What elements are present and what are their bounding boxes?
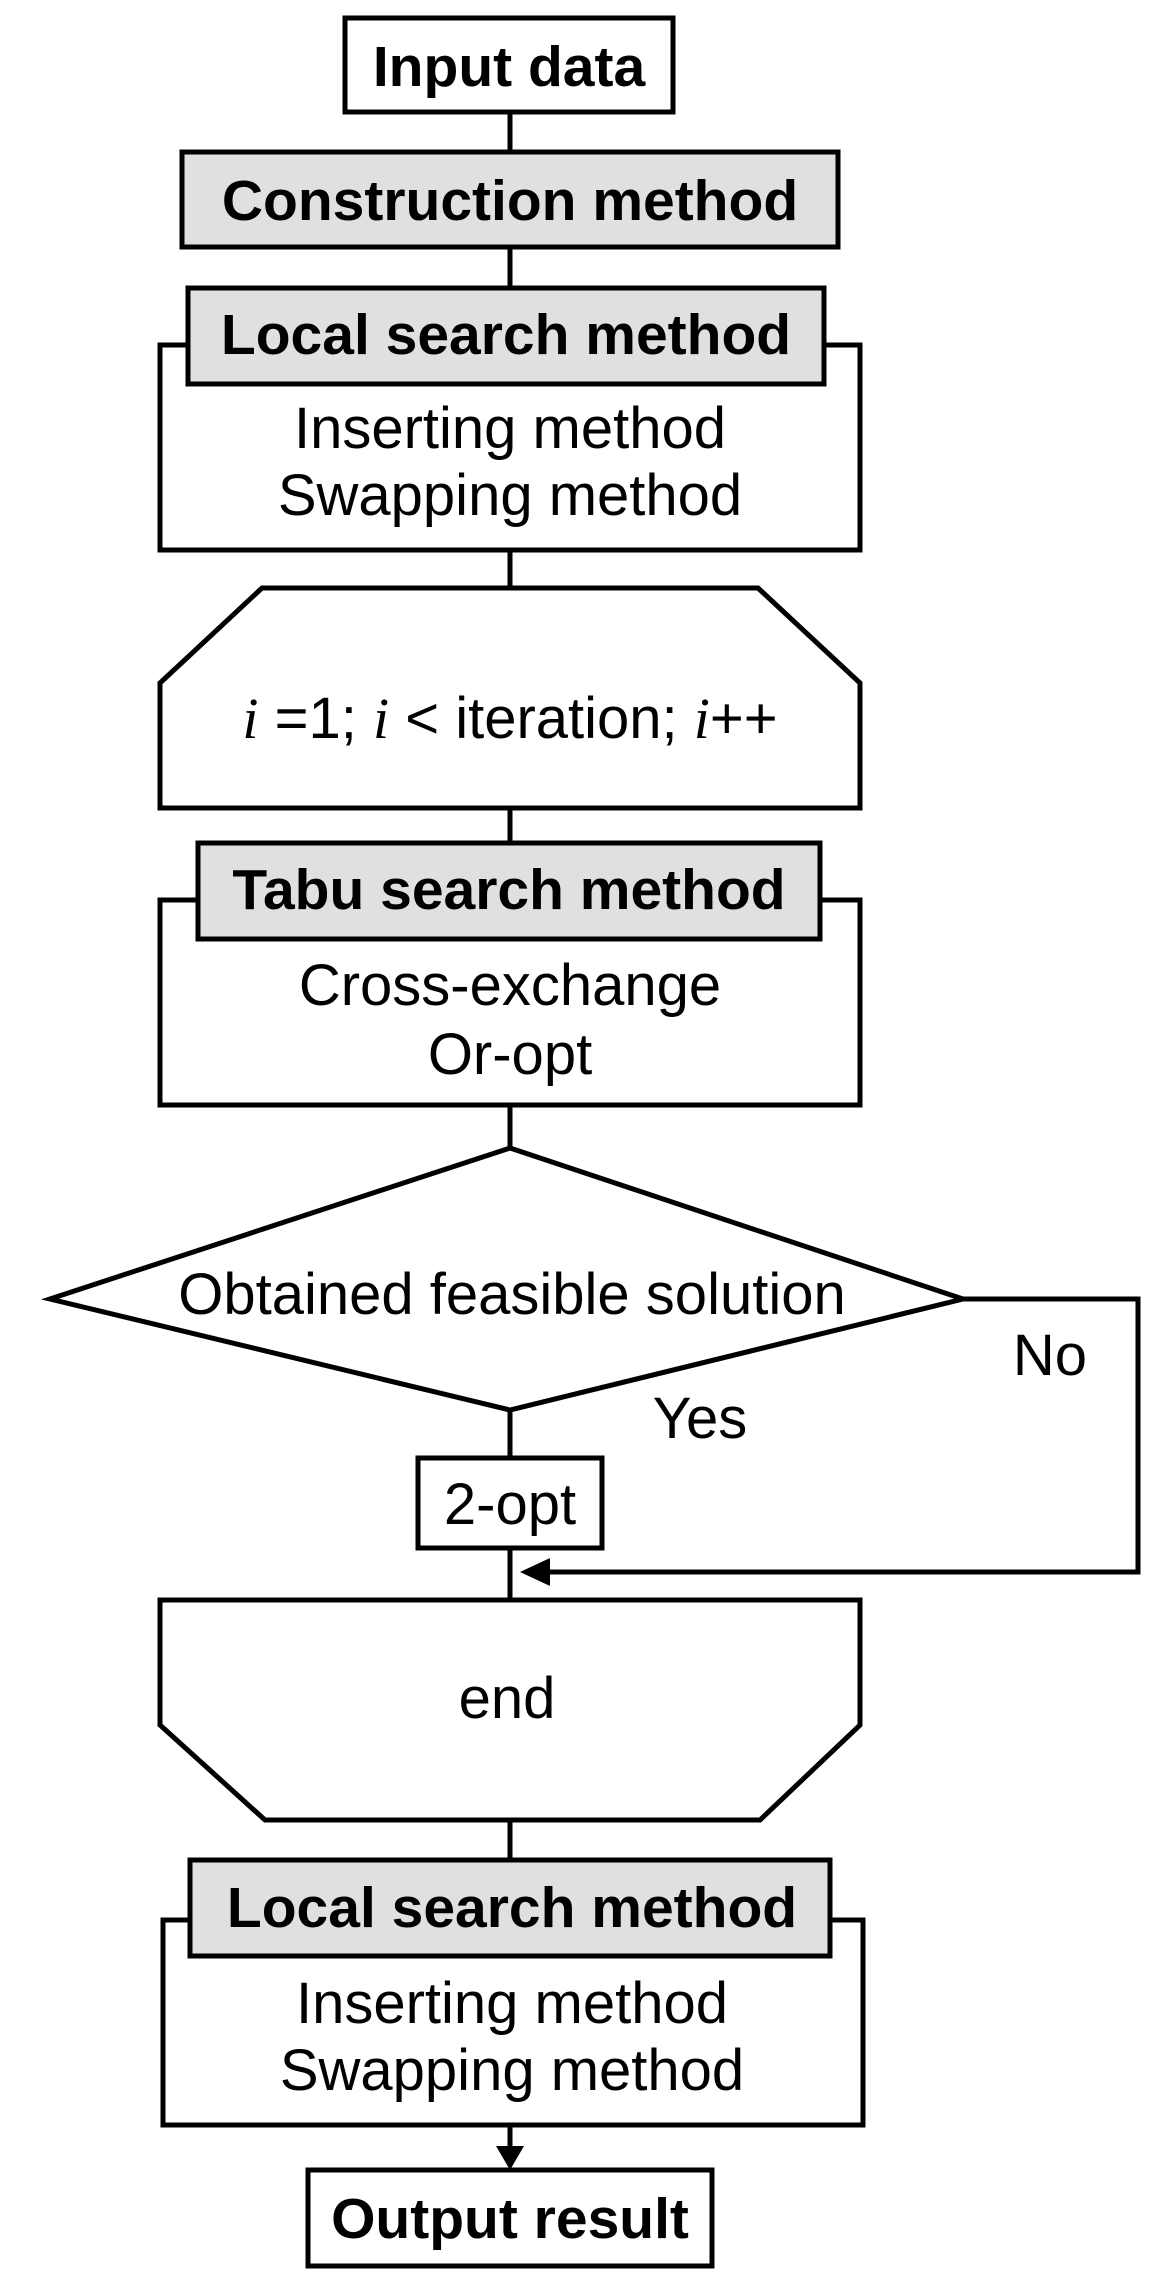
loop-end-label: end	[459, 1666, 556, 1731]
yes-label: Yes	[653, 1386, 748, 1451]
loop-end-node: end	[157, 1597, 863, 1823]
no-branch-arrowhead	[520, 1558, 550, 1586]
local-search-1-title: Local search method	[221, 303, 791, 367]
loop-start-node: i =1; i < iteration; i++	[157, 585, 863, 811]
connectors	[496, 112, 1141, 2170]
local-search-2-line2: Swapping method	[280, 2038, 744, 2103]
local-search-1-line1: Inserting method	[294, 396, 726, 461]
two-opt-label: 2-opt	[444, 1472, 576, 1537]
no-branch-connector	[530, 1296, 1141, 1575]
local-search-2-title: Local search method	[227, 1876, 797, 1940]
tabu-search-block: Tabu search method Cross-exchange Or-opt	[157, 840, 863, 1108]
construction-label: Construction method	[222, 169, 798, 233]
two-opt-node: 2-opt	[415, 1455, 605, 1551]
input-label: Input data	[373, 35, 647, 99]
local-search-block-1: Local search method Inserting method Swa…	[157, 285, 863, 553]
output-label: Output result	[331, 2187, 689, 2251]
output-arrowhead	[496, 2146, 524, 2170]
no-label: No	[1013, 1323, 1087, 1388]
output-node: Output result	[305, 2167, 715, 2269]
local-search-1-line2: Swapping method	[278, 463, 742, 528]
construction-node: Construction method	[179, 149, 841, 250]
local-search-2-line1: Inserting method	[296, 1971, 728, 2036]
decision-label: Obtained feasible solution	[178, 1262, 845, 1327]
input-node: Input data	[342, 15, 676, 115]
decision-node: Obtained feasible solution	[40, 1145, 973, 1413]
tabu-search-title: Tabu search method	[232, 858, 785, 922]
tabu-search-line1: Cross-exchange	[299, 953, 721, 1018]
loop-start-label: i =1; i < iteration; i++	[242, 686, 777, 751]
local-search-block-2: Local search method Inserting method Swa…	[160, 1857, 866, 2128]
tabu-search-line2: Or-opt	[428, 1022, 592, 1087]
